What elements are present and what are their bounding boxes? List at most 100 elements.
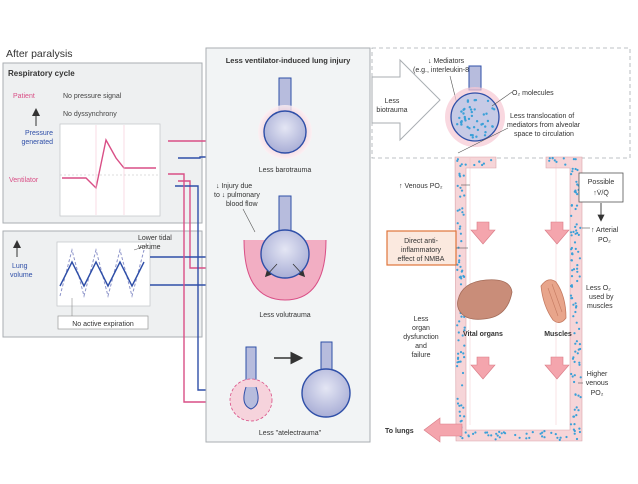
o2-dot	[572, 230, 575, 233]
no-dyssynchrony-label: No dyssynchrony	[63, 111, 117, 118]
o2-dot	[543, 430, 546, 433]
biotrauma-alveolus	[450, 92, 500, 142]
pressure-generated-label-2: generated	[21, 139, 53, 146]
o2-dot	[458, 320, 461, 323]
o2-dot	[575, 229, 578, 232]
o2-dot	[457, 356, 460, 359]
o2-dot	[575, 340, 579, 343]
o2-dot	[491, 107, 494, 110]
o2-dot	[491, 125, 494, 128]
o2-dot	[459, 195, 462, 198]
o2-dot	[458, 227, 461, 230]
biotrauma-airway	[468, 65, 482, 91]
o2-dot	[576, 279, 579, 283]
o2-dot	[577, 233, 580, 236]
barotrauma-alveolus	[263, 110, 307, 154]
o2-dot	[466, 125, 469, 129]
o2-dot	[578, 343, 582, 346]
o2-dot	[495, 432, 498, 435]
o2-dot	[575, 180, 578, 183]
o2-dot	[555, 160, 558, 163]
o2-dot	[475, 135, 478, 138]
o2-dot	[459, 225, 462, 228]
arterial-po2-label-2: PO₂	[598, 237, 611, 244]
o2-molecule-cluster	[456, 98, 496, 139]
o2-dot	[514, 433, 517, 437]
o2-dot	[578, 257, 582, 260]
o2-dot	[456, 361, 459, 364]
o2-dot	[461, 384, 464, 387]
o2-dot	[456, 123, 459, 126]
mediators-label-2: (e.g., interleukin-8)	[413, 67, 471, 74]
o2-dot	[463, 344, 466, 347]
o2-dot	[478, 160, 481, 163]
possible-vq-box	[578, 172, 624, 203]
lower-volume-waveform	[59, 260, 145, 288]
o2-dot	[539, 432, 542, 435]
o2-dot	[472, 126, 476, 129]
organ-dysfunction-label-3: dysfunction	[403, 334, 439, 341]
less-o2-label-3: muscles	[587, 303, 613, 310]
o2-dot	[456, 159, 459, 162]
o2-dot	[461, 207, 464, 210]
o2-dot	[456, 158, 459, 161]
o2-dot	[476, 128, 480, 132]
less-barotrauma-label: Less barotrauma	[259, 167, 312, 174]
o2-molecules-label: O₂ molecules	[512, 90, 554, 97]
o2-dot	[571, 375, 574, 378]
injury-label-2: to ↓ pulmonary	[214, 192, 260, 199]
o2-dot	[496, 434, 499, 437]
header-title: After paralysis	[6, 48, 73, 60]
o2-dot	[490, 434, 493, 437]
o2-dot	[463, 329, 466, 332]
organ-dysfunction-label-5: failure	[411, 352, 430, 359]
flow-arrow-left-bottom	[470, 356, 496, 380]
o2-dot	[578, 361, 581, 364]
o2-dot	[463, 107, 466, 111]
o2-dot	[576, 270, 579, 273]
o2-dot	[574, 167, 577, 171]
o2-dot	[474, 431, 477, 434]
o2-dot	[481, 163, 484, 167]
patient-label: Patient	[13, 93, 35, 100]
injury-pointer	[242, 208, 256, 233]
o2-dot	[576, 193, 579, 196]
o2-dot	[574, 302, 577, 305]
o2-dot	[576, 264, 579, 267]
o2-dot	[459, 186, 462, 189]
o2-dot	[574, 158, 577, 161]
o2-dot	[464, 163, 467, 166]
o2-dot	[577, 250, 580, 253]
o2-dot	[460, 189, 464, 192]
o2-dot	[460, 419, 463, 422]
o2-dot	[574, 310, 577, 314]
possible-label: Possible	[588, 179, 615, 186]
o2-dot	[471, 134, 474, 137]
to-lungs-label: To lungs	[385, 428, 414, 435]
o2-dot	[531, 431, 534, 434]
o2-dot	[473, 163, 476, 167]
lower-tidal-label-2: volume	[138, 244, 161, 251]
o2-dot	[461, 371, 465, 375]
o2-dot	[498, 430, 501, 433]
o2-dot	[570, 234, 573, 237]
less-biotrauma-label-2: biotrauma	[376, 107, 407, 114]
o2-dot	[578, 363, 581, 366]
o2-dot	[579, 347, 582, 351]
o2-dot	[571, 269, 574, 272]
mediators-label-1: ↓ Mediators	[428, 58, 465, 65]
o2-dot	[457, 331, 460, 334]
biotrauma-arrow	[371, 58, 441, 142]
translocation-label-1: Less translocation of	[510, 113, 574, 120]
venous-po2-label: ↑ Venous PO₂	[399, 183, 443, 190]
o2-dot	[486, 431, 489, 434]
no-active-expiration-box	[57, 315, 149, 330]
o2-dot	[570, 284, 574, 287]
o2-dot	[461, 211, 464, 214]
o2-dot	[556, 436, 559, 439]
pressure-waveform-box	[59, 123, 161, 217]
o2-dot	[559, 436, 562, 439]
o2-dot	[553, 159, 556, 162]
